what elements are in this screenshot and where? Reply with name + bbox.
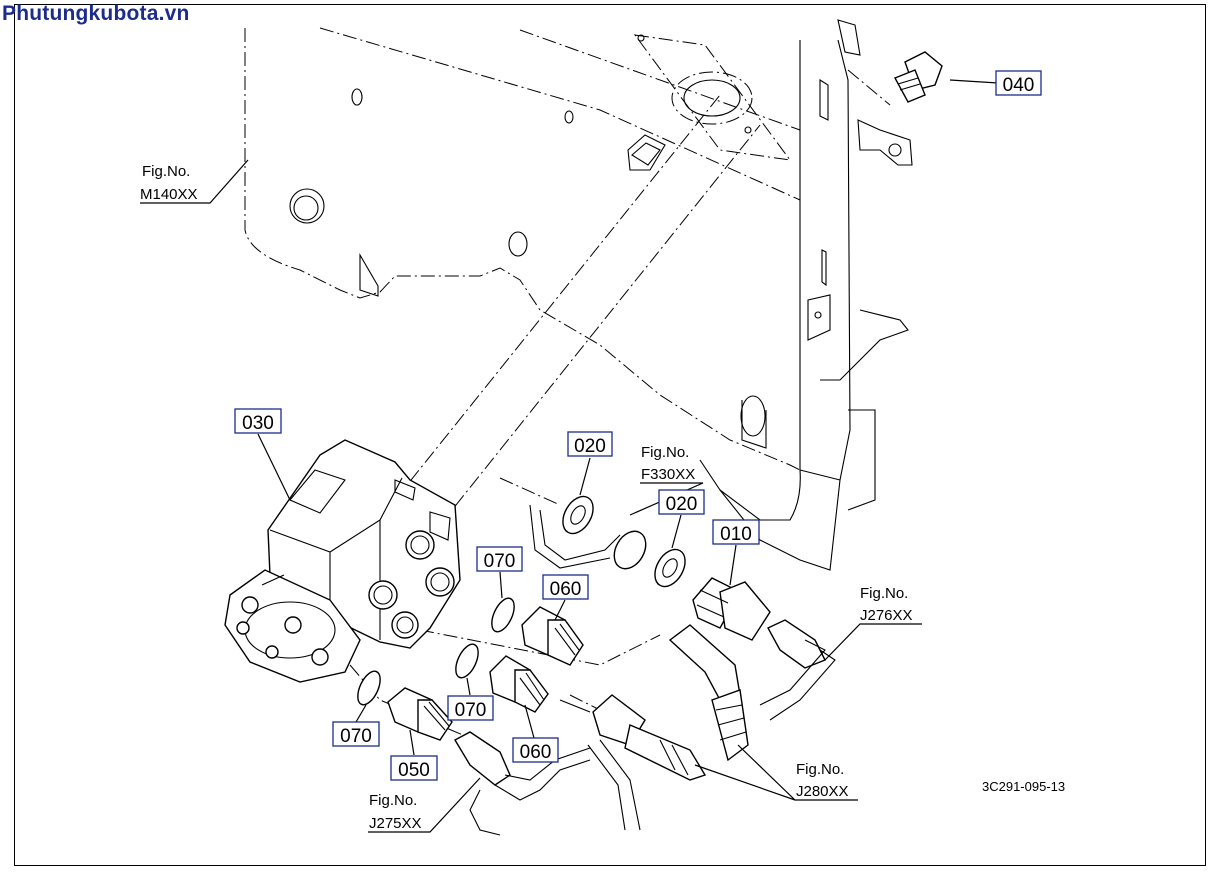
- label-050[interactable]: 050: [390, 755, 438, 781]
- hose-j280[interactable]: [559, 624, 749, 831]
- figure-ref-f330[interactable]: Fig.No. F330XX: [641, 444, 695, 483]
- leader-020-mid: [671, 514, 682, 549]
- frame-plate: [244, 19, 913, 571]
- figure-ref-j280[interactable]: Fig.No. J280XX: [796, 761, 849, 800]
- leader-f330: [629, 482, 704, 516]
- adapter-060-bottom[interactable]: [489, 655, 549, 713]
- figure-ref-f330-line2: F330XX: [641, 466, 695, 483]
- label-070-top[interactable]: 070: [476, 546, 523, 572]
- label-020-top[interactable]: 020: [567, 431, 613, 457]
- figure-ref-m140-line2: M140XX: [140, 186, 198, 203]
- label-060-bottom-text: 060: [520, 742, 552, 763]
- label-020-top-text: 020: [574, 436, 606, 457]
- label-070-bottom[interactable]: 070: [332, 721, 380, 747]
- center-line-d: [419, 629, 661, 666]
- figure-ref-j276-line1: Fig.No.: [860, 585, 908, 602]
- leader-010: [729, 544, 737, 586]
- leader-j280: [694, 744, 858, 801]
- adapter-060-top[interactable]: [521, 606, 584, 666]
- leader-j275: [368, 777, 481, 833]
- brand-logo-text[interactable]: Phutungkubota.vn: [2, 2, 190, 25]
- fitting-010[interactable]: [692, 577, 826, 669]
- label-070-top-text: 070: [484, 551, 516, 572]
- pipe-j275[interactable]: [469, 747, 591, 836]
- figure-ref-j276-line2: J276XX: [860, 607, 913, 624]
- figure-ref-j280-line2: J280XX: [796, 783, 849, 800]
- washer-020-top[interactable]: [557, 491, 600, 539]
- figure-ref-j275-line1: Fig.No.: [369, 792, 417, 809]
- o-ring-070-top[interactable]: [487, 595, 519, 635]
- figure-ref-f330-line1: Fig.No.: [641, 444, 689, 461]
- leader-060-top: [554, 599, 566, 621]
- label-010[interactable]: 010: [712, 519, 760, 545]
- leader-070-top: [499, 571, 503, 599]
- leader-040: [949, 79, 999, 84]
- figure-ref-j280-line1: Fig.No.: [796, 761, 844, 778]
- leader-030: [257, 433, 291, 501]
- washer-020-mid[interactable]: [649, 544, 692, 592]
- figure-ref-m140[interactable]: Fig.No. M140XX: [140, 163, 198, 203]
- leader-070-mid: [466, 677, 471, 696]
- label-030-text: 030: [242, 413, 274, 434]
- figure-ref-j276[interactable]: Fig.No. J276XX: [860, 585, 913, 624]
- diagram-frame: [14, 4, 1206, 866]
- hose-j276[interactable]: [759, 639, 836, 721]
- label-060-top[interactable]: 060: [542, 574, 589, 600]
- label-060-bottom[interactable]: 060: [512, 737, 559, 763]
- o-ring-070-bottom[interactable]: [353, 668, 385, 708]
- figure-ref-m140-line1: Fig.No.: [142, 163, 190, 180]
- label-070-mid[interactable]: 070: [447, 695, 494, 721]
- label-020-mid[interactable]: 020: [658, 489, 705, 515]
- label-070-bottom-text: 070: [340, 726, 372, 747]
- label-030[interactable]: 030: [234, 408, 282, 434]
- fitting-050[interactable]: [387, 687, 511, 786]
- center-line-c: [499, 477, 561, 506]
- pipe-f330[interactable]: [529, 504, 652, 574]
- leader-060-bottom: [524, 704, 535, 739]
- leader-j276: [824, 623, 922, 661]
- steering-valve[interactable]: [224, 439, 461, 683]
- bolt-040[interactable]: [894, 51, 943, 103]
- label-060-top-text: 060: [550, 579, 582, 600]
- leader-m140: [140, 159, 249, 204]
- label-070-mid-text: 070: [455, 700, 487, 721]
- leader-020-top: [579, 457, 591, 496]
- o-ring-070-mid[interactable]: [451, 641, 483, 681]
- leader-050: [409, 729, 415, 756]
- center-line-b: [439, 124, 761, 526]
- leader-070-bottom: [355, 704, 367, 723]
- label-040-text: 040: [1003, 75, 1035, 96]
- label-050-text: 050: [398, 760, 430, 781]
- center-line-a: [394, 94, 721, 501]
- label-020-mid-text: 020: [666, 494, 698, 515]
- center-line-f: [569, 694, 601, 711]
- label-010-text: 010: [720, 524, 752, 545]
- figure-ref-j275[interactable]: Fig.No. J275XX: [369, 792, 422, 832]
- label-040[interactable]: 040: [995, 70, 1042, 96]
- diagram-code: 3C291-095-13: [982, 779, 1065, 794]
- figure-ref-j275-line2: J275XX: [369, 815, 422, 832]
